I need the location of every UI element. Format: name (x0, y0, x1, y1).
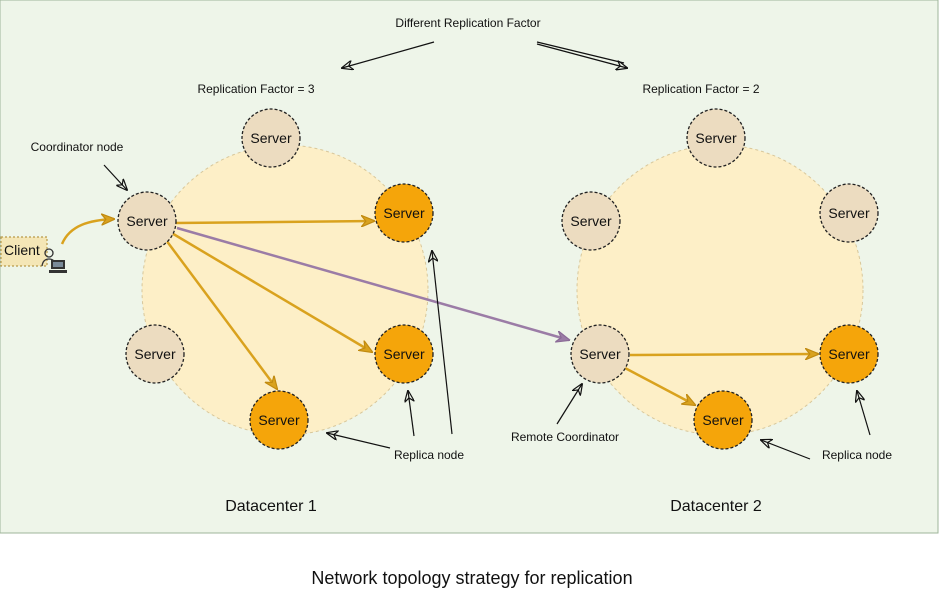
datacenter-1-label: Datacenter 1 (225, 498, 317, 515)
server-label: Server (570, 213, 612, 229)
arrow-replica-right-1 (761, 440, 811, 460)
figure-caption: Network topology strategy for replicatio… (311, 568, 633, 588)
arrow-replica-left-3 (432, 251, 453, 435)
server-label: Server (250, 130, 292, 146)
server-label: Server (828, 346, 870, 362)
replica-server-node[interactable]: Server (693, 390, 753, 450)
arrow-to-replica-3 (164, 239, 277, 389)
server-label: Server (579, 346, 621, 362)
arrow-to-replica-1 (174, 221, 374, 223)
user-computer-icon (41, 248, 67, 273)
server-label: Server (702, 412, 744, 428)
replication-factor-left-label: Replication Factor = 3 (197, 82, 314, 96)
arrow-to-replica-2 (169, 230, 372, 352)
datacenter-2-servers: Server Server Server Server Server Serve… (561, 108, 879, 450)
arrow-coordinator (103, 164, 127, 190)
server-label: Server (383, 346, 425, 362)
arrow-replica-left-1 (327, 433, 391, 449)
arrow-replica-left-2 (408, 391, 415, 437)
server-label: Server (258, 412, 300, 428)
arrow-top-left (342, 41, 435, 68)
arrow-top-right-shaft-2 (536, 41, 625, 64)
cross-datacenter-arrow (176, 226, 569, 340)
replica-node-right-label: Replica node (822, 448, 892, 462)
server-label: Server (126, 213, 168, 229)
server-label: Server (134, 346, 176, 362)
coordinator-server-node[interactable]: Server (117, 191, 177, 251)
server-label: Server (383, 205, 425, 221)
different-replication-factor-label: Different Replication Factor (395, 16, 540, 30)
client-box (0, 236, 48, 267)
server-label: Server (828, 205, 870, 221)
replication-factor-right-label: Replication Factor = 2 (642, 82, 759, 96)
server-label: Server (695, 130, 737, 146)
replica-node-left-label: Replica node (394, 448, 464, 462)
coordinator-node-label: Coordinator node (31, 140, 124, 154)
server-node[interactable]: Server (241, 108, 301, 168)
client-node[interactable]: Client (0, 236, 67, 273)
replication-arrows-dc2 (624, 354, 818, 405)
arrow-top-right (536, 43, 627, 68)
server-node[interactable]: Server (686, 108, 746, 168)
replica-server-node[interactable]: Server (374, 324, 434, 384)
arrow-to-dc2-replica-2 (624, 366, 695, 405)
replica-server-node[interactable]: Server (249, 390, 309, 450)
arrow-replica-right-2 (857, 391, 871, 436)
server-node[interactable]: Server (125, 324, 185, 384)
arrow-to-dc2-replica-1 (629, 354, 818, 355)
replication-arrows-dc1 (164, 221, 374, 389)
client-label: Client (4, 242, 40, 258)
client-request-arrow (60, 219, 114, 245)
server-node[interactable]: Server (561, 191, 621, 251)
server-node[interactable]: Server (819, 183, 879, 243)
remote-coordinator-server-node[interactable]: Server (570, 324, 630, 384)
replica-server-node[interactable]: Server (819, 324, 879, 384)
datacenter-1-servers: Server Server Server Server Server Serve… (117, 108, 434, 450)
datacenter-2-label: Datacenter 2 (670, 498, 762, 515)
annotation-arrows (103, 41, 871, 460)
arrow-remote-coordinator (556, 384, 582, 425)
replica-server-node[interactable]: Server (374, 183, 434, 243)
remote-coordinator-label: Remote Coordinator (511, 430, 619, 444)
